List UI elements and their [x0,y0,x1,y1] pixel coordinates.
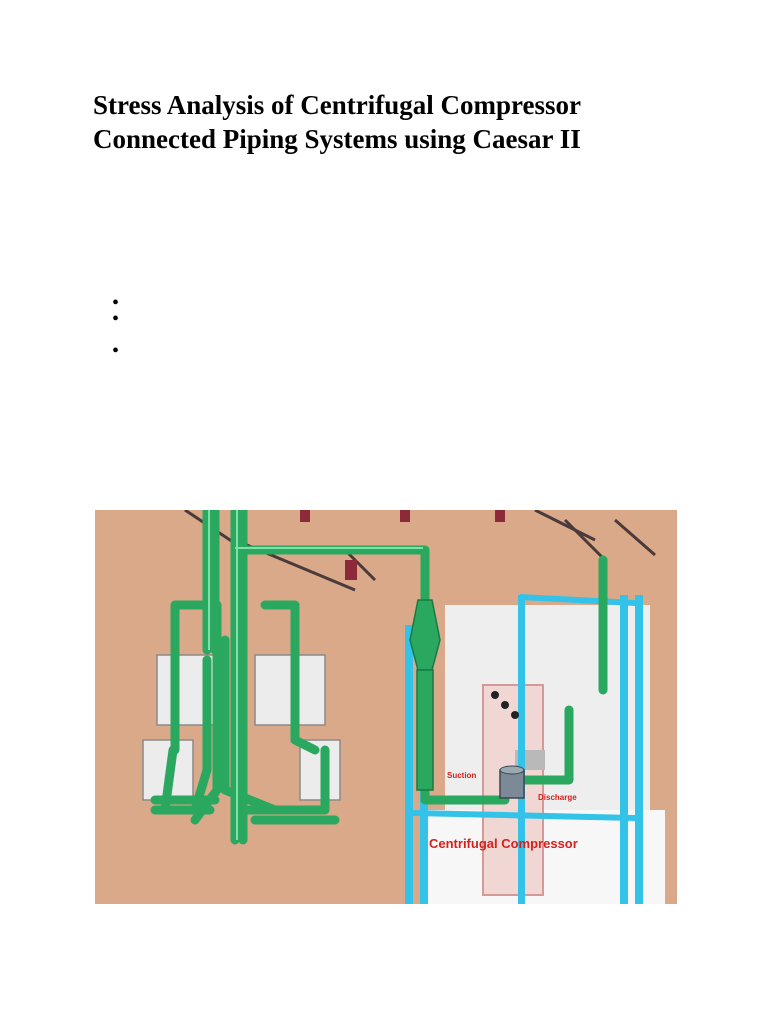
compressor-room-floor [425,810,665,904]
bullet-1: • [112,292,120,314]
title-line-1: Stress Analysis of Centrifugal Compresso… [93,90,582,120]
suction-label: Suction [447,771,476,780]
bullet-3: • [112,340,120,362]
roof-supports [300,510,505,580]
discharge-label: Discharge [538,793,577,802]
document-title: Stress Analysis of Centrifugal Compresso… [93,88,713,156]
centrifugal-compressor-label: Centrifugal Compressor [429,836,578,851]
pipe-highlights [208,510,423,840]
heat-exchangers [142,654,341,801]
separator-vessel [409,599,441,791]
title-line-2: Connected Piping Systems using Caesar II [93,124,581,154]
piping-system-3d-model-image: Suction Discharge Centrifugal Compressor [95,510,677,904]
bullet-2: • [112,308,120,330]
compressor-body [491,691,525,799]
